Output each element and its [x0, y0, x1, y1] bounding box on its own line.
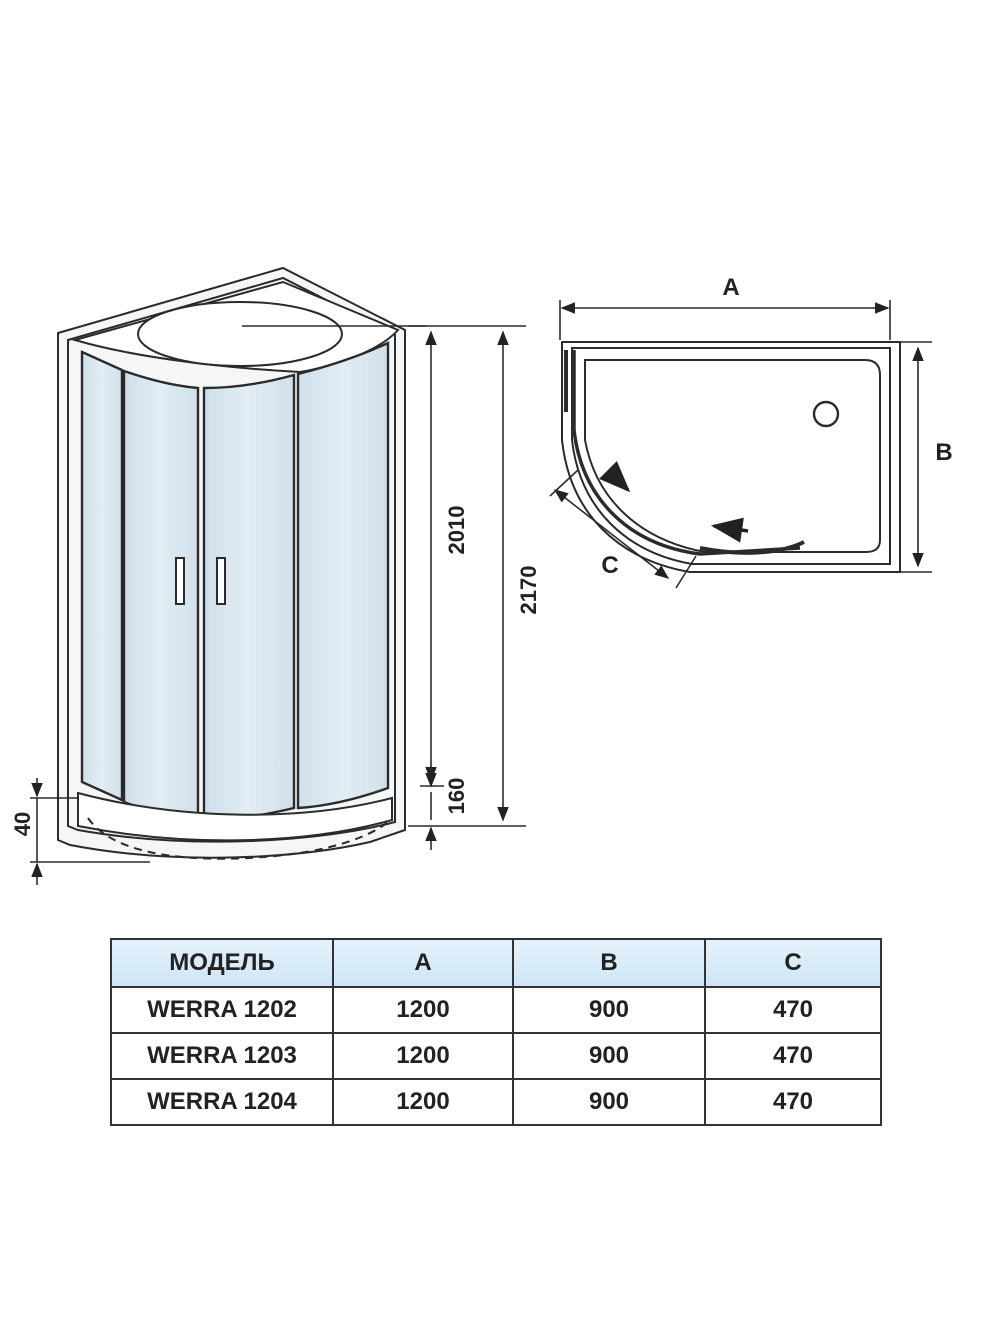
cell-b: 900 — [512, 1078, 706, 1126]
cell-c: 470 — [704, 986, 882, 1034]
glass-panel-left — [80, 350, 124, 802]
tray-base-dashed — [87, 817, 389, 860]
table-row: WERRA 1204 1200 900 470 — [110, 1078, 882, 1126]
glass-panel-right — [296, 341, 390, 810]
cell-model: WERRA 1204 — [110, 1078, 334, 1126]
header-c: C — [704, 938, 882, 988]
drain-icon — [812, 400, 840, 428]
door-handle-left — [175, 557, 185, 605]
header-a: A — [332, 938, 514, 988]
header-model: МОДЕЛЬ — [110, 938, 334, 988]
cell-model: WERRA 1203 — [110, 1032, 334, 1080]
glass-panel-center-left — [122, 369, 200, 822]
cell-b: 900 — [512, 1032, 706, 1080]
height-dimensions — [30, 325, 526, 885]
cell-c: 470 — [704, 1078, 882, 1126]
label-2170: 2170 — [516, 566, 541, 615]
cell-a: 1200 — [332, 1078, 514, 1126]
roof-light-dome — [137, 301, 343, 367]
dim-line-c — [553, 489, 670, 579]
door-handle-right — [216, 557, 226, 605]
sliding-arrows — [599, 461, 749, 543]
table-row: WERRA 1202 1200 900 470 — [110, 986, 882, 1034]
cabin-front-view — [57, 266, 426, 860]
arrow-icon-left-door — [599, 461, 631, 493]
spec-table: МОДЕЛЬ A B C WERRA 1202 1200 900 470 WER… — [110, 938, 882, 1126]
header-b: B — [512, 938, 706, 988]
label-a: A — [722, 274, 739, 301]
table-header-row: МОДЕЛЬ A B C — [110, 938, 882, 988]
shower-tray — [77, 791, 393, 842]
cell-a: 1200 — [332, 986, 514, 1034]
arrow-icon-right-door — [710, 517, 749, 543]
cabin-plan-view — [549, 300, 932, 589]
cell-a: 1200 — [332, 1032, 514, 1080]
cell-b: 900 — [512, 986, 706, 1034]
label-160: 160 — [444, 778, 469, 815]
cell-model: WERRA 1202 — [110, 986, 334, 1034]
label-2010: 2010 — [444, 506, 469, 555]
label-b: B — [935, 439, 952, 466]
label-40: 40 — [10, 812, 35, 836]
table-row: WERRA 1203 1200 900 470 — [110, 1032, 882, 1080]
drawing-canvas: 2170 2010 160 40 — [10, 266, 953, 885]
label-c: C — [601, 552, 618, 579]
cell-c: 470 — [704, 1032, 882, 1080]
